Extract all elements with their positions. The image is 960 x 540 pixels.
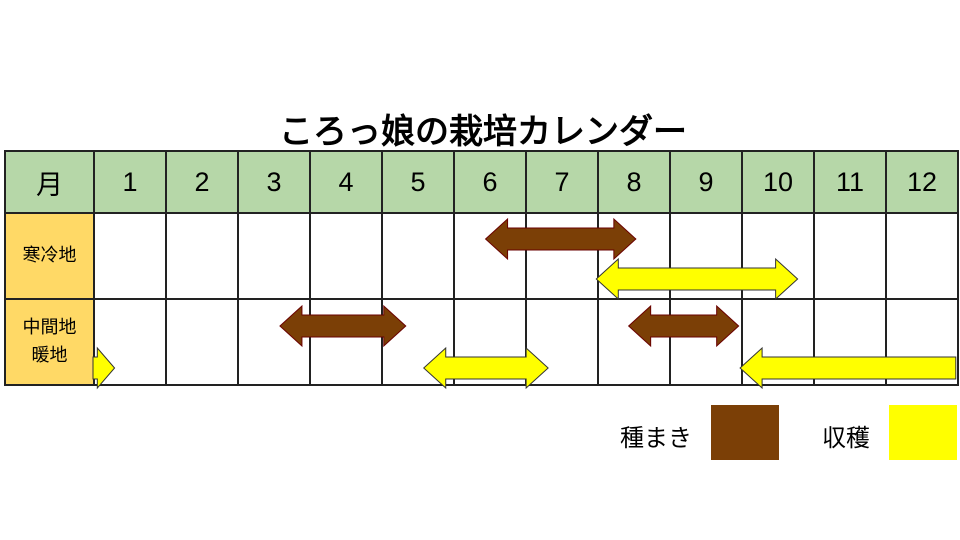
region-label-cold: 寒冷地: [4, 212, 95, 300]
month-cell: [165, 212, 239, 300]
region-row-cold: 寒冷地: [4, 212, 959, 300]
month-cell: [453, 212, 527, 300]
month-header: 12: [885, 150, 959, 214]
month-header: 6: [453, 150, 527, 214]
legend-swatch-harvest: [889, 405, 957, 460]
month-cell: [525, 212, 599, 300]
month-header: 2: [165, 150, 239, 214]
legend-label-sowing: 種まき: [620, 424, 692, 452]
sowing-period-arrow: [484, 217, 637, 261]
month-header: 11: [813, 150, 887, 214]
region-row-warm: 中間地 暖地: [4, 298, 959, 386]
month-header: 4: [309, 150, 383, 214]
month-cell: [381, 212, 455, 300]
month-cell: [93, 212, 167, 300]
legend-label-harvest: 収穫: [822, 424, 870, 452]
harvest-period-arrow: [739, 346, 957, 390]
month-cell: [93, 298, 167, 386]
month-header: 9: [669, 150, 743, 214]
month-header: 10: [741, 150, 815, 214]
month-cell: [165, 298, 239, 386]
month-cell: [813, 212, 887, 300]
page-title: ころっ娘の栽培カレンダー: [279, 112, 687, 152]
month-cell: [885, 212, 959, 300]
sowing-period-arrow: [279, 304, 407, 348]
harvest-period-arrow: [422, 346, 549, 390]
region-label-line: 暖地: [31, 345, 68, 366]
month-header: 1: [93, 150, 167, 214]
month-cell: [309, 298, 383, 386]
month-cell: [237, 212, 311, 300]
month-header: 8: [597, 150, 671, 214]
month-header-label: 月: [4, 150, 95, 214]
month-header: 7: [525, 150, 599, 214]
region-label-warm: 中間地 暖地: [4, 298, 95, 386]
month-cell: [309, 212, 383, 300]
month-cell: [597, 298, 671, 386]
month-cell: [669, 298, 743, 386]
month-header: 5: [381, 150, 455, 214]
month-header: 3: [237, 150, 311, 214]
sowing-period-arrow: [627, 304, 740, 348]
legend-swatch-sowing: [711, 405, 779, 460]
harvest-period-arrow: [92, 346, 116, 390]
harvest-period-arrow: [595, 257, 799, 301]
region-label-line: 中間地: [22, 317, 77, 338]
